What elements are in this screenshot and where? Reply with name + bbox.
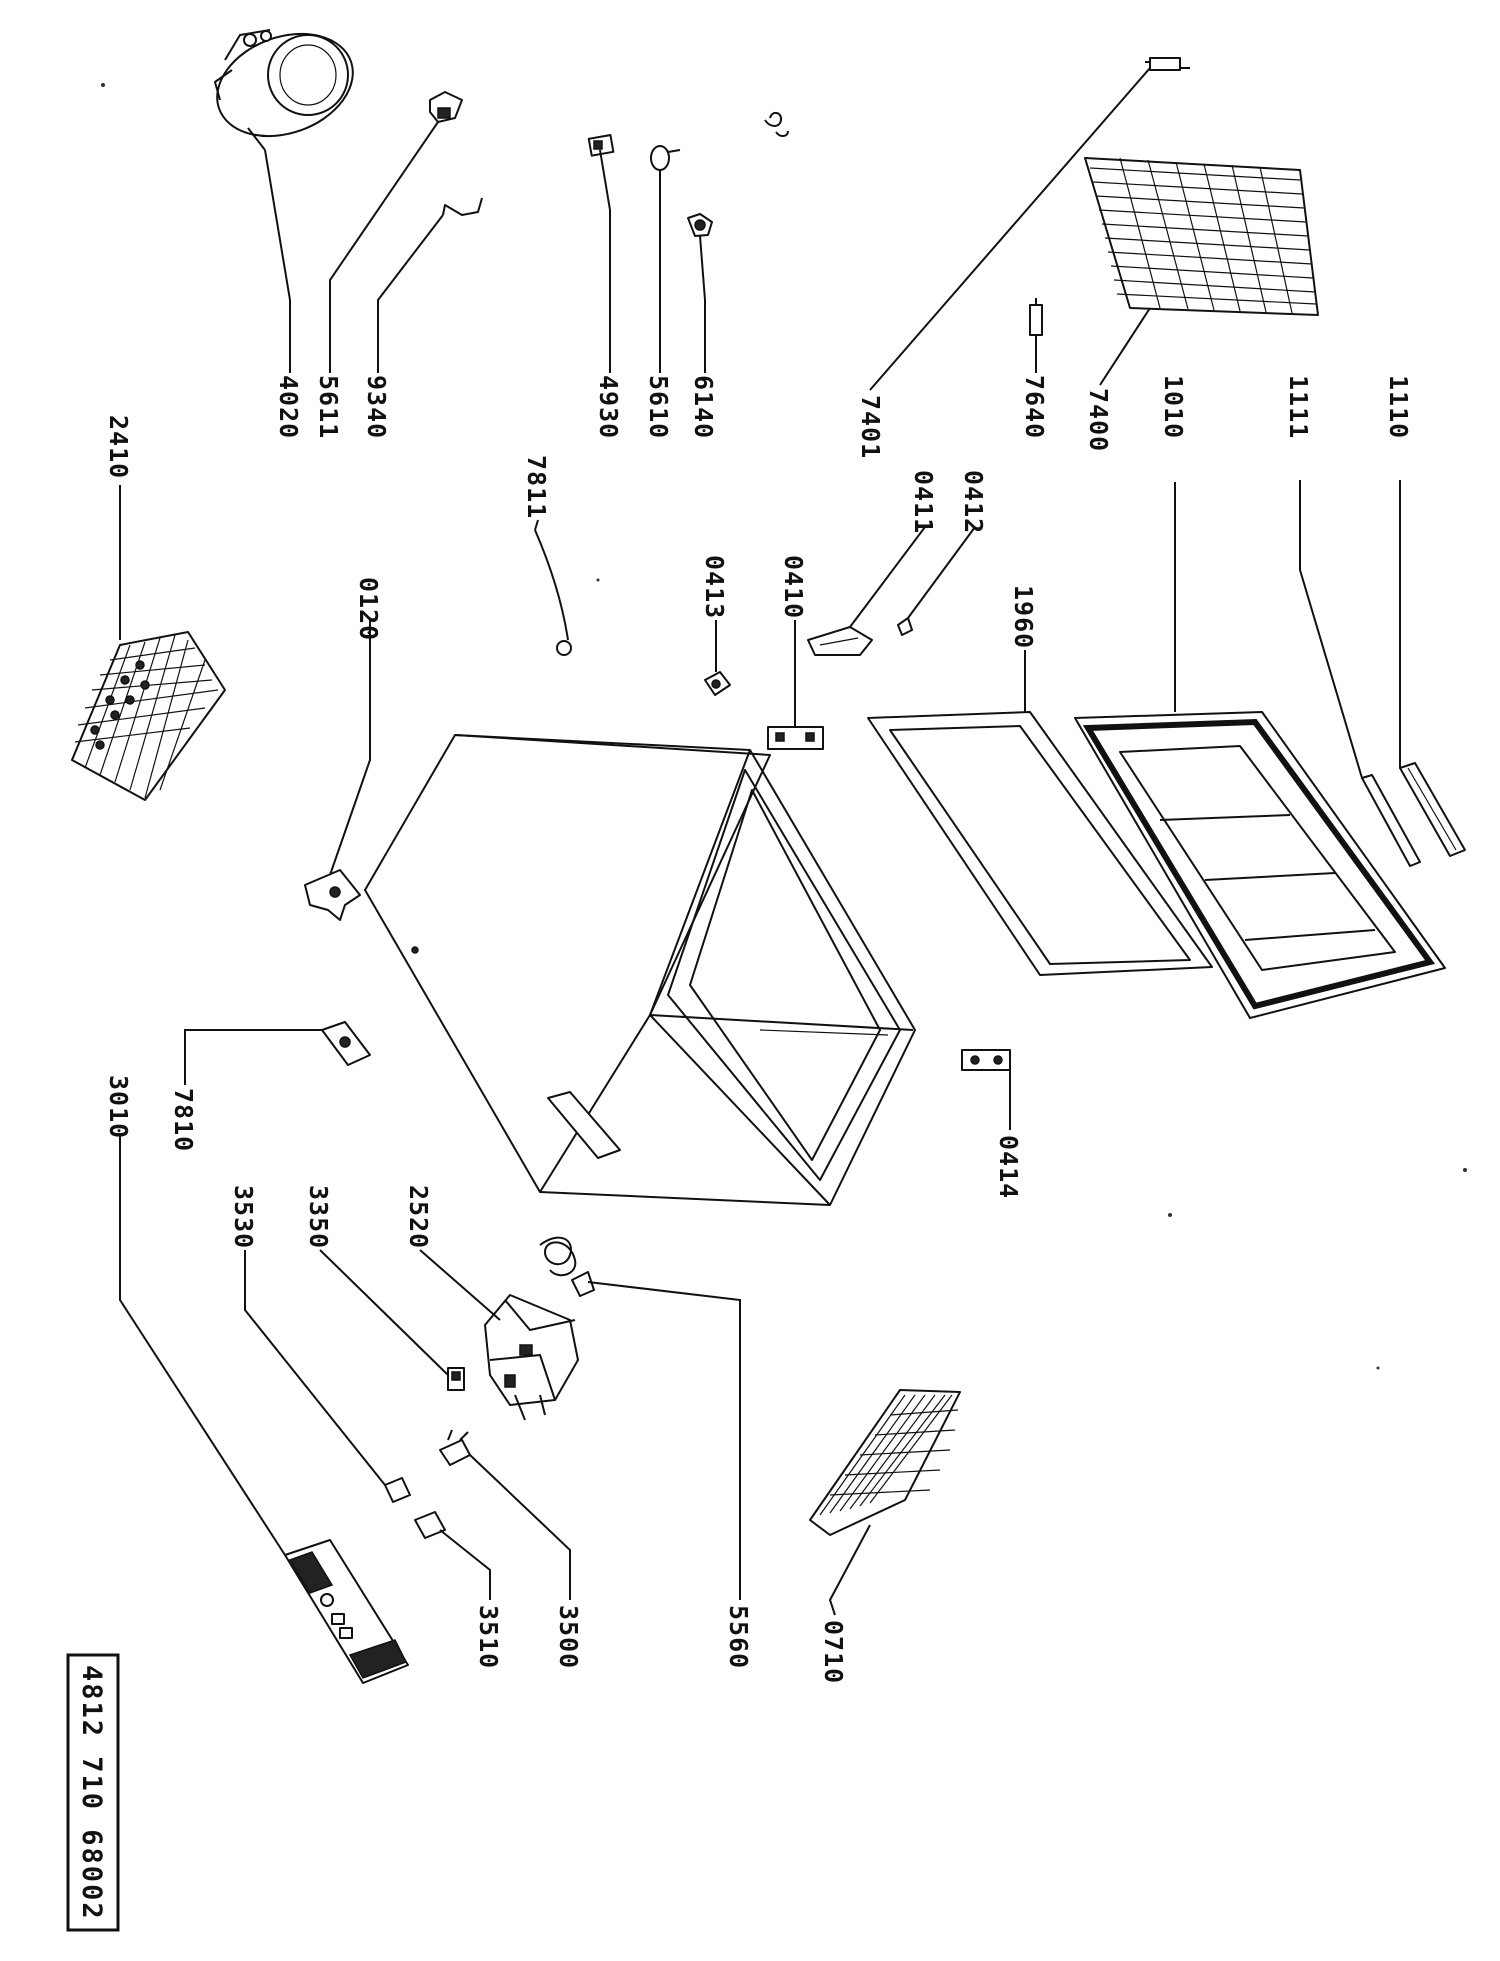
label-5611: 5611 bbox=[314, 375, 343, 439]
label-7400: 7400 bbox=[1084, 388, 1113, 452]
cable-part bbox=[534, 529, 572, 656]
lamp-holder-part bbox=[414, 1511, 446, 1539]
label-3500: 3500 bbox=[554, 1605, 583, 1669]
leader-lines bbox=[119, 67, 1401, 1616]
control-panel-part bbox=[284, 1539, 409, 1684]
compressor-part bbox=[214, 29, 354, 151]
label-0410: 0410 bbox=[779, 555, 808, 619]
hinge-pin-part bbox=[704, 671, 731, 696]
label-9340: 9340 bbox=[362, 375, 391, 439]
bracket-foot-part bbox=[304, 869, 361, 921]
label-4020: 4020 bbox=[274, 375, 303, 439]
label-5610: 5610 bbox=[644, 375, 673, 439]
label-3530: 3530 bbox=[229, 1185, 258, 1249]
label-0710: 0710 bbox=[819, 1620, 848, 1684]
hinge-right-part bbox=[961, 1049, 1011, 1071]
hinge-part bbox=[767, 726, 824, 750]
lid-frame-part bbox=[867, 711, 1213, 976]
reference-number: 4812 710 68002 bbox=[76, 1665, 107, 1921]
handle-strip-part bbox=[1399, 762, 1466, 857]
capacitor-part bbox=[650, 145, 681, 171]
screw-part bbox=[897, 617, 913, 636]
label-4930: 4930 bbox=[594, 375, 623, 439]
cabinet-part bbox=[364, 734, 916, 1206]
label-6140: 6140 bbox=[689, 375, 718, 439]
plug-part bbox=[587, 134, 615, 157]
condenser-coil-part bbox=[1084, 157, 1319, 316]
part-labels: 4020 5611 9340 4930 5610 6140 7401 7640 … bbox=[104, 375, 1413, 1684]
label-1960: 1960 bbox=[1009, 585, 1038, 649]
drier-part bbox=[1029, 298, 1043, 342]
hook-part bbox=[764, 112, 789, 137]
basket-part bbox=[71, 631, 226, 801]
label-3350: 3350 bbox=[304, 1185, 333, 1249]
label-0414: 0414 bbox=[994, 1135, 1023, 1199]
control-box-part bbox=[484, 1294, 579, 1421]
gasket-strip-part bbox=[1361, 774, 1421, 867]
label-3010: 3010 bbox=[104, 1075, 133, 1139]
grille-part bbox=[809, 1389, 961, 1536]
label-1111: 1111 bbox=[1284, 375, 1313, 439]
label-0411: 0411 bbox=[909, 470, 938, 534]
relay-part bbox=[429, 91, 463, 123]
thermostat-part bbox=[687, 213, 713, 237]
label-0120: 0120 bbox=[354, 577, 383, 641]
label-5560: 5560 bbox=[724, 1605, 753, 1669]
hinge-cover-part bbox=[807, 626, 873, 656]
label-0412: 0412 bbox=[959, 470, 988, 534]
scan-specks bbox=[101, 83, 1467, 1370]
label-2520: 2520 bbox=[404, 1185, 433, 1249]
lid-part bbox=[1074, 711, 1446, 1019]
label-0413: 0413 bbox=[700, 555, 729, 619]
reference-number-box: 4812 710 68002 bbox=[66, 1653, 120, 1932]
label-2410: 2410 bbox=[104, 415, 133, 479]
bracket-part bbox=[442, 197, 483, 216]
switch-part bbox=[439, 1429, 471, 1466]
label-1010: 1010 bbox=[1159, 375, 1188, 439]
label-7401: 7401 bbox=[856, 395, 885, 459]
label-7810: 7810 bbox=[169, 1088, 198, 1152]
label-3510: 3510 bbox=[474, 1605, 503, 1669]
lamp-part bbox=[384, 1477, 411, 1503]
label-7640: 7640 bbox=[1020, 375, 1049, 439]
capillary-tube-part bbox=[1145, 57, 1190, 71]
knob-part bbox=[447, 1367, 465, 1391]
label-1110: 1110 bbox=[1384, 375, 1413, 439]
spring-part bbox=[539, 1236, 595, 1297]
plate-part bbox=[321, 1021, 371, 1066]
label-7811: 7811 bbox=[522, 455, 551, 519]
